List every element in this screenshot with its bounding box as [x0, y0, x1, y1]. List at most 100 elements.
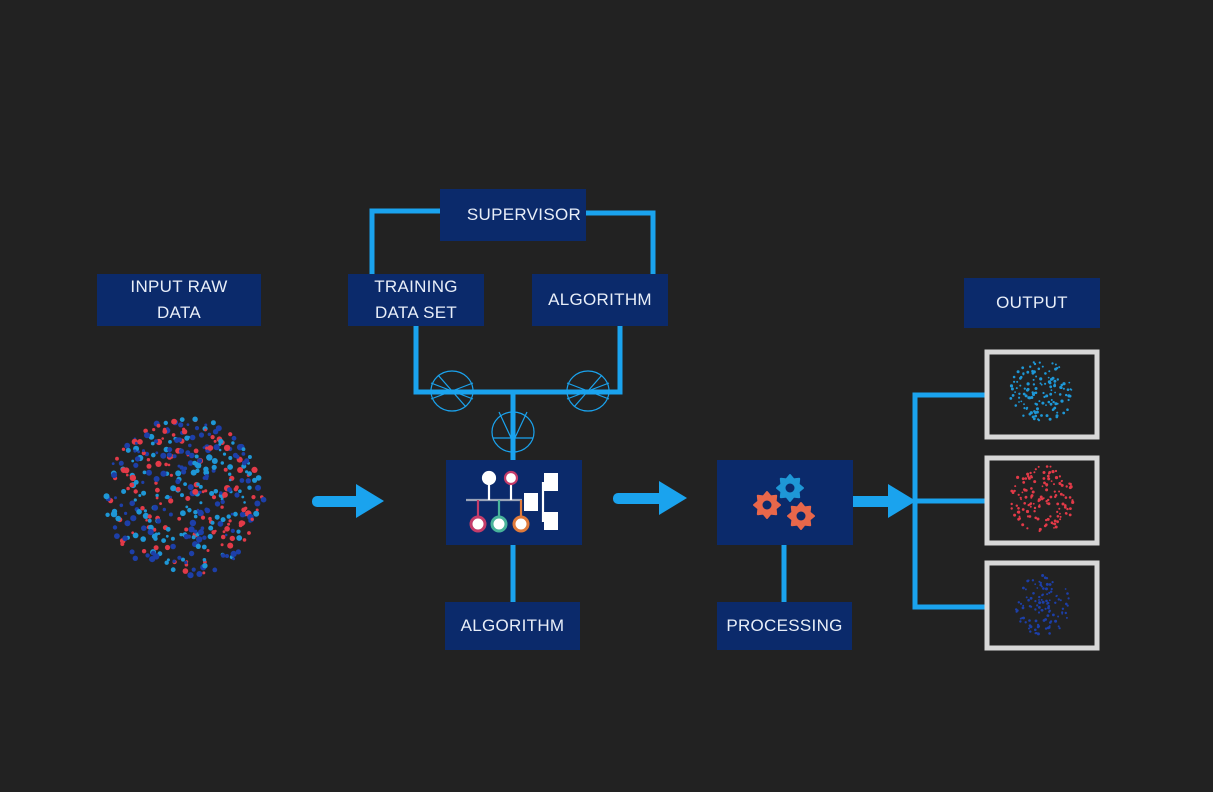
data-point — [214, 529, 217, 533]
data-point — [1034, 583, 1037, 586]
data-point — [1060, 383, 1064, 387]
algorithm-bottom-text: ALGORITHM — [460, 616, 565, 635]
output-screen-red — [984, 455, 1100, 546]
data-point — [203, 466, 209, 472]
data-point — [1048, 591, 1051, 595]
data-point — [181, 469, 187, 475]
data-point — [209, 491, 215, 496]
data-point — [1010, 507, 1013, 510]
blue-cluster — [1009, 361, 1073, 422]
data-point — [212, 567, 218, 573]
data-point — [147, 518, 152, 523]
data-point — [229, 535, 235, 542]
data-point — [252, 477, 258, 483]
data-point — [247, 485, 252, 490]
data-point — [1035, 632, 1038, 635]
data-point — [1059, 518, 1062, 521]
data-point — [1061, 611, 1064, 614]
data-point — [223, 444, 231, 452]
data-point — [1056, 378, 1060, 381]
data-point — [218, 448, 222, 452]
data-point — [164, 560, 169, 565]
data-point — [1057, 598, 1061, 601]
data-point — [175, 470, 182, 477]
data-point — [133, 479, 139, 485]
data-point — [142, 512, 149, 520]
data-point — [1027, 475, 1030, 478]
data-point — [1064, 496, 1068, 499]
data-point — [1066, 592, 1069, 595]
funnel-icon — [430, 370, 610, 453]
data-point — [1044, 382, 1047, 385]
data-point — [1055, 367, 1059, 370]
data-point — [204, 474, 209, 479]
data-point — [247, 471, 253, 477]
data-point — [1038, 361, 1041, 364]
data-point — [1058, 366, 1061, 369]
data-point — [250, 517, 254, 521]
data-point — [130, 515, 137, 522]
data-point — [200, 515, 206, 520]
data-point — [135, 441, 138, 445]
data-point — [201, 490, 205, 494]
data-point — [1054, 469, 1058, 473]
data-point — [1059, 512, 1061, 515]
data-point — [241, 495, 245, 499]
data-point — [220, 505, 224, 509]
data-point — [202, 571, 206, 575]
data-point — [194, 461, 201, 469]
data-point — [1040, 383, 1043, 386]
data-point — [1069, 485, 1073, 489]
processing-text: PROCESSING — [726, 616, 843, 635]
data-point — [1050, 587, 1053, 591]
data-point — [197, 509, 204, 517]
data-point — [210, 420, 216, 426]
data-point — [198, 432, 205, 438]
data-point — [129, 500, 135, 507]
data-point — [1068, 513, 1072, 517]
data-point — [1021, 491, 1024, 494]
output-screen-dark-blue — [984, 560, 1100, 651]
output-screen-blue — [984, 349, 1100, 440]
data-point — [1067, 398, 1070, 402]
data-point — [170, 543, 176, 550]
data-point — [1017, 517, 1020, 521]
data-point — [214, 514, 220, 520]
data-point — [1039, 377, 1043, 381]
data-point — [1062, 411, 1066, 415]
data-point — [1026, 370, 1030, 374]
data-point — [1024, 477, 1028, 480]
data-point — [153, 476, 160, 482]
data-point — [1042, 471, 1046, 474]
data-point — [1026, 382, 1030, 386]
data-point — [1038, 599, 1040, 601]
data-point — [202, 563, 208, 569]
data-point — [1054, 391, 1056, 394]
red-cluster — [1010, 465, 1075, 533]
data-point — [183, 466, 188, 471]
data-point — [1056, 402, 1059, 405]
data-point — [1059, 492, 1063, 496]
data-point — [187, 534, 191, 539]
data-point — [1033, 506, 1037, 510]
data-point — [220, 499, 225, 505]
data-point — [146, 463, 152, 469]
data-point — [196, 482, 200, 487]
data-point — [1034, 608, 1037, 611]
data-point — [1030, 396, 1034, 399]
data-point — [129, 549, 135, 555]
data-point — [182, 427, 186, 431]
data-point — [241, 452, 246, 456]
data-point — [1029, 502, 1033, 505]
gear-hole — [762, 500, 772, 510]
data-point — [1046, 474, 1050, 478]
data-point — [1036, 587, 1039, 589]
data-point — [1034, 619, 1038, 623]
data-point — [1014, 404, 1018, 407]
data-point — [1050, 480, 1053, 482]
data-point — [1031, 391, 1034, 394]
data-point — [124, 511, 128, 515]
data-point — [207, 445, 214, 451]
data-point — [202, 446, 206, 449]
data-point — [145, 518, 148, 522]
